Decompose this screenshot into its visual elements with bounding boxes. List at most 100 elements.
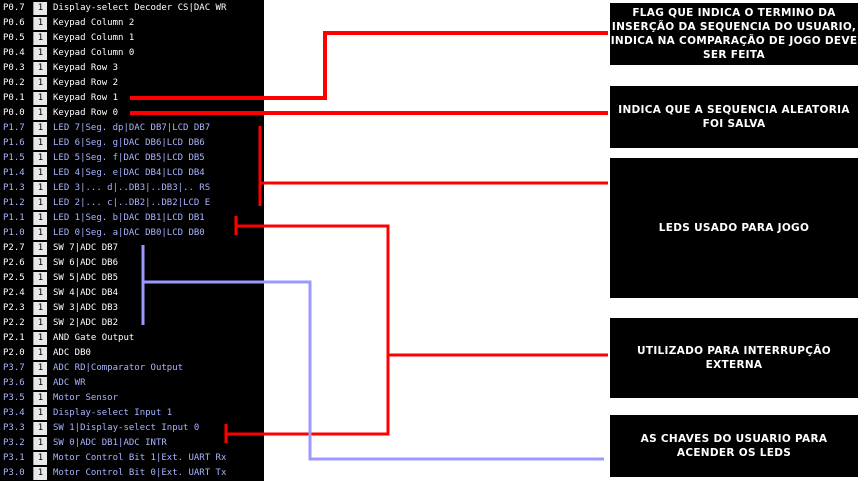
- pin-value-field[interactable]: 1: [33, 242, 47, 255]
- pin-value-field[interactable]: 1: [33, 92, 47, 105]
- pin-description: LED 1|Seg. b|DAC DB1|LCD DB1: [53, 213, 205, 223]
- pin-name: P3.6: [3, 378, 25, 388]
- pin-value-field[interactable]: 1: [33, 17, 47, 30]
- pin-value-field[interactable]: 1: [33, 152, 47, 165]
- pin-value-field[interactable]: 1: [33, 377, 47, 390]
- pin-value-field[interactable]: 1: [33, 362, 47, 375]
- pin-name: P3.2: [3, 438, 25, 448]
- pin-description: Display-select Input 1: [53, 408, 173, 418]
- pin-description: LED 6|Seg. g|DAC DB6|LCD DB6: [53, 138, 205, 148]
- pin-value-field[interactable]: 1: [33, 137, 47, 150]
- pin-value-field[interactable]: 1: [33, 422, 47, 435]
- pin-name: P0.2: [3, 78, 25, 88]
- pin-value-field[interactable]: 1: [33, 167, 47, 180]
- pin-name: P0.5: [3, 33, 25, 43]
- pin-row: P3.2 1 SW 0|ADC DB1|ADC INTR: [0, 436, 264, 451]
- pin-description: ADC WR: [53, 378, 86, 388]
- pin-name: P1.6: [3, 138, 25, 148]
- pin-name: P3.3: [3, 423, 25, 433]
- pin-value-field[interactable]: 1: [33, 332, 47, 345]
- note-leds-game-text: Leds usado para jogo: [658, 222, 810, 234]
- pin-value-field[interactable]: 1: [33, 272, 47, 285]
- pin-name: P0.0: [3, 108, 25, 118]
- pin-description: SW 1|Display-select Input 0: [53, 423, 200, 433]
- pin-description: SW 0|ADC DB1|ADC INTR: [53, 438, 167, 448]
- note-flag-end: Flag que indica o termino da inserção da…: [610, 3, 858, 65]
- pin-value-field[interactable]: 1: [33, 302, 47, 315]
- line-interrupt: [236, 224, 608, 357]
- line-interrupt-lower: [226, 355, 390, 436]
- pin-value-field[interactable]: 1: [33, 407, 47, 420]
- pin-value-field[interactable]: 1: [33, 122, 47, 135]
- pin-value-field[interactable]: 1: [33, 437, 47, 450]
- pin-value-field[interactable]: 1: [33, 212, 47, 225]
- pin-row: P3.6 1 ADC WR: [0, 376, 264, 391]
- note-random-saved: Indica que a sequencia aleatoria foi sal…: [610, 86, 858, 148]
- pin-description: Keypad Row 3: [53, 63, 119, 73]
- pin-row: P2.0 1 ADC DB0: [0, 346, 264, 361]
- pin-name: P1.5: [3, 153, 25, 163]
- pin-value-field[interactable]: 1: [33, 392, 47, 405]
- pin-value-field[interactable]: 1: [33, 317, 47, 330]
- line-flag-end: [130, 31, 608, 100]
- pin-description: LED 7|Seg. dp|DAC DB7|LCD DB7: [53, 123, 211, 133]
- pin-name: P0.7: [3, 3, 25, 13]
- pin-name: P3.5: [3, 393, 25, 403]
- pin-row: P3.7 1 ADC RD|Comparator Output: [0, 361, 264, 376]
- pin-description: SW 2|ADC DB2: [53, 318, 119, 328]
- pin-description: Keypad Row 2: [53, 78, 119, 88]
- pin-value-field[interactable]: 1: [33, 197, 47, 210]
- note-leds-game: Leds usado para jogo: [610, 158, 858, 298]
- pin-value-field[interactable]: 1: [33, 347, 47, 360]
- pin-value-field[interactable]: 1: [33, 287, 47, 300]
- pin-name: P0.6: [3, 18, 25, 28]
- pin-description: ADC RD|Comparator Output: [53, 363, 184, 373]
- pin-value-field[interactable]: 1: [33, 182, 47, 195]
- pin-description: Keypad Column 2: [53, 18, 135, 28]
- pin-description: LED 0|Seg. a|DAC DB0|LCD DB0: [53, 228, 205, 238]
- pin-name: P1.1: [3, 213, 25, 223]
- pin-value-field[interactable]: 1: [33, 107, 47, 120]
- pin-value-field[interactable]: 1: [33, 62, 47, 75]
- pin-name: P3.7: [3, 363, 25, 373]
- pin-description: AND Gate Output: [53, 333, 135, 343]
- pin-description: SW 4|ADC DB4: [53, 288, 119, 298]
- pin-value-field[interactable]: 1: [33, 257, 47, 270]
- pin-description: Motor Control Bit 1|Ext. UART Rx: [53, 453, 227, 463]
- pin-name: P1.0: [3, 228, 25, 238]
- pin-value-field[interactable]: 1: [33, 47, 47, 60]
- pin-name: P2.3: [3, 303, 25, 313]
- note-user-switches-text: As chaves do usuario para acender os led…: [640, 433, 828, 459]
- pin-value-field[interactable]: 1: [33, 227, 47, 240]
- pin-name: P3.4: [3, 408, 25, 418]
- pin-description: LED 4|Seg. e|DAC DB4|LCD DB4: [53, 168, 205, 178]
- pin-name: P2.1: [3, 333, 25, 343]
- pin-name: P1.7: [3, 123, 25, 133]
- note-random-saved-text: Indica que a sequencia aleatoria foi sal…: [618, 104, 850, 130]
- pin-value-field[interactable]: 1: [33, 77, 47, 90]
- pin-name: P2.5: [3, 273, 25, 283]
- pin-value-field[interactable]: 1: [33, 467, 47, 480]
- pin-row: P2.1 1 AND Gate Output: [0, 331, 264, 346]
- pin-value-field[interactable]: 1: [33, 452, 47, 465]
- pin-value-field[interactable]: 1: [33, 32, 47, 45]
- pin-value-field[interactable]: 1: [33, 2, 47, 15]
- pin-description: Motor Control Bit 0|Ext. UART Tx: [53, 468, 227, 478]
- pin-name: P2.0: [3, 348, 25, 358]
- note-flag-end-text: Flag que indica o termino da inserção da…: [610, 7, 858, 61]
- pin-name: P2.7: [3, 243, 25, 253]
- pin-description: ADC DB0: [53, 348, 91, 358]
